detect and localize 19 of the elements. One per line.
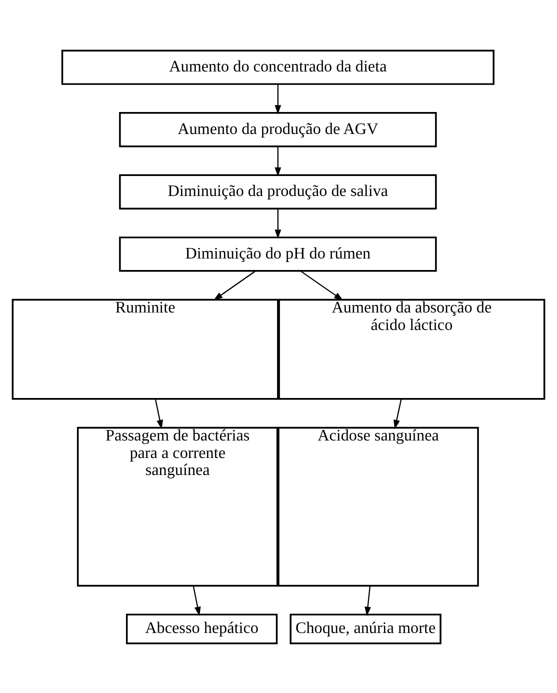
node-box: Diminuição da produção de saliva: [119, 174, 437, 209]
arrow: [274, 84, 282, 114]
arrow: [300, 270, 344, 300]
node-box: Diminuição do pH do rúmen: [119, 236, 437, 272]
arrow: [274, 208, 282, 238]
node-box: Aumento do concentrado da dieta: [61, 49, 494, 84]
node-box: Ruminite: [12, 298, 279, 400]
node-box: Choque, anúria morte: [290, 613, 442, 644]
node-box: Aumento da produção de AGV: [119, 112, 437, 147]
node-box: Acidose sanguínea: [278, 426, 479, 586]
arrow: [213, 270, 256, 300]
node-box: Passagem de bactérias para a corrente sanguínea: [76, 426, 278, 586]
node-box: Aumento da absorção de ácido láctico: [278, 298, 546, 400]
arrow: [364, 585, 372, 616]
arrow: [192, 585, 201, 616]
node-box: Abcesso hepático: [126, 613, 278, 644]
arrow: [394, 398, 402, 429]
arrow: [154, 398, 163, 429]
arrow: [274, 146, 282, 176]
